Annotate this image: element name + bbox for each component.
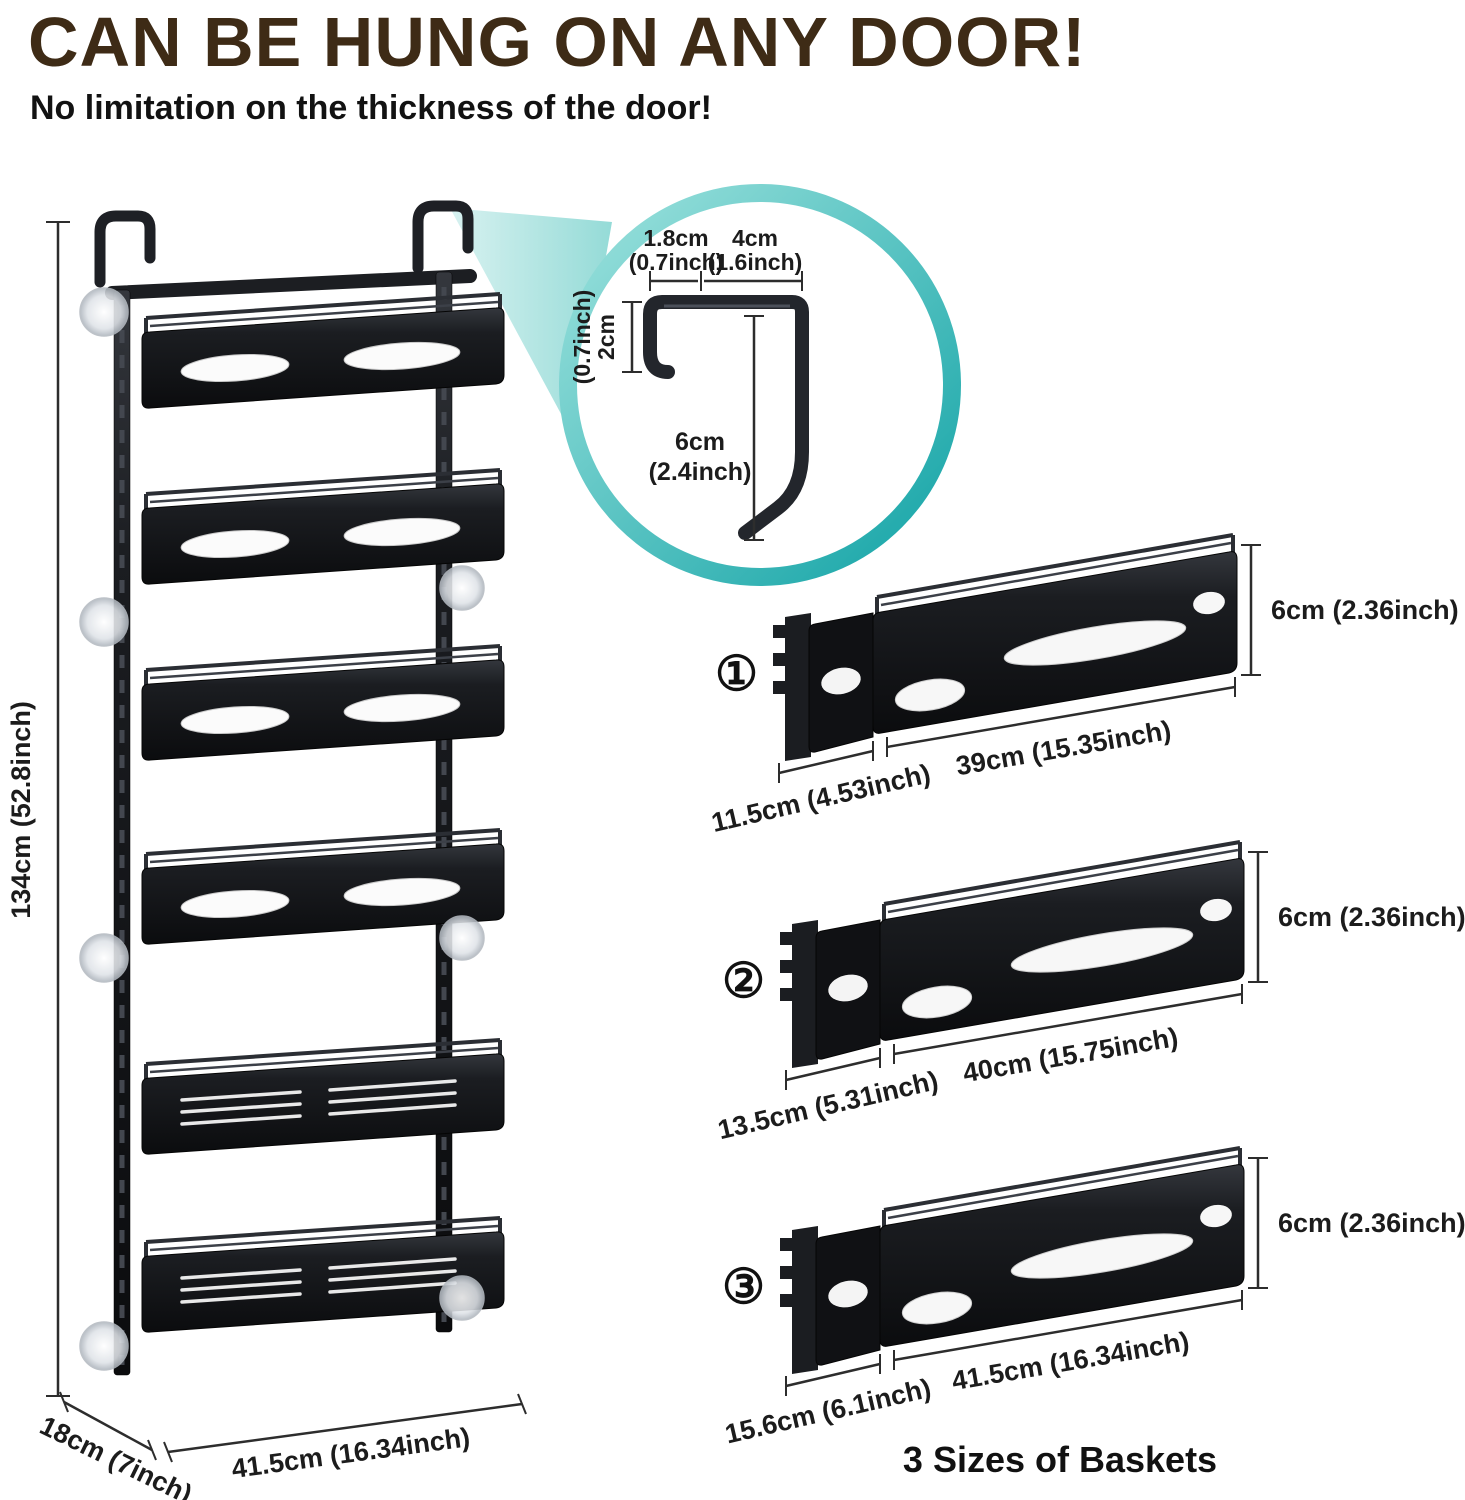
rack-width-dimension: 41.5cm (16.34inch) <box>163 1393 527 1484</box>
basket-3-width-label: 41.5cm (16.34inch) <box>950 1326 1192 1396</box>
basket-1-width-label: 39cm (15.35inch) <box>954 715 1174 781</box>
basket-2-number: ② <box>722 955 765 1008</box>
page-subtitle: No limitation on the thickness of the do… <box>30 88 712 127</box>
hook-arm-unit: (2.4inch) <box>649 458 752 486</box>
hook-lip-width-dimension: 1.8cm (0.7inch) <box>629 225 724 291</box>
basket-1-number: ① <box>715 648 758 701</box>
hook-top-width-value: 4cm <box>732 225 778 251</box>
hook-lip-drop-value: 2cm <box>593 314 619 360</box>
basket-3-depth-label: 15.6cm (6.1inch) <box>722 1373 933 1449</box>
hook-lip-drop-unit: (0.7inch) <box>569 290 595 385</box>
hook-arm-value: 6cm <box>675 428 725 456</box>
rack-depth-dimension: 18cm (7inch) <box>35 1391 197 1500</box>
over-door-hook-left <box>94 210 156 288</box>
basket-size-2: ② 6cm (2.36inch) 13.5cm (5.31inch) 40cm … <box>715 840 1465 1145</box>
hook-top-width-dimension: 4cm (1.6inch) <box>704 225 803 291</box>
magnifier-circle <box>559 184 961 586</box>
hook-cross-section <box>643 295 809 540</box>
basket-3-number: ③ <box>722 1261 765 1314</box>
basket-2-height-label: 6cm (2.36inch) <box>1278 902 1465 932</box>
rack-height-label: 134cm (52.8inch) <box>6 701 36 919</box>
hook-arm-dimension: 6cm (2.4inch) <box>649 315 764 541</box>
rack-depth-label: 18cm (7inch) <box>35 1410 197 1500</box>
page-header: CAN BE HUNG ON ANY DOOR! No limitation o… <box>28 6 1086 128</box>
hook-lip-width-unit: (0.7inch) <box>629 249 724 275</box>
hook-lip-drop-dimension: 2cm (0.7inch) <box>569 290 642 385</box>
basket-size-3: ③ 6cm (2.36inch) 15.6cm (6.1inch) 41.5cm… <box>722 1146 1465 1449</box>
page-title: CAN BE HUNG ON ANY DOOR! <box>28 3 1087 81</box>
over-door-hook-right <box>412 200 474 274</box>
basket-1-height-label: 6cm (2.36inch) <box>1271 595 1459 625</box>
basket-sizes-footer: 3 Sizes of Baskets <box>903 1439 1217 1480</box>
hook-top-width-unit: (1.6inch) <box>708 249 803 275</box>
basket-1-depth-label: 11.5cm (4.53inch) <box>709 758 934 838</box>
door-rack-illustration: 134cm (52.8inch) 18cm (7inch) 41.5cm (16… <box>6 200 527 1500</box>
rack-width-label: 41.5cm (16.34inch) <box>230 1422 472 1484</box>
suction-cups <box>79 287 485 1371</box>
hook-detail-inset: 1.8cm (0.7inch) 4cm (1.6inch) 2cm (0.7in… <box>559 184 961 586</box>
hook-lip-width-value: 1.8cm <box>643 225 708 251</box>
rack-height-dimension: 134cm (52.8inch) <box>6 221 70 1397</box>
rack-top-bar <box>105 269 477 300</box>
basket-2-depth-label: 13.5cm (5.31inch) <box>715 1065 941 1145</box>
basket-3-height-label: 6cm (2.36inch) <box>1278 1208 1465 1238</box>
basket-size-1: ① 6cm (2.36inch) 11.5cm (4.53inch) 39cm … <box>709 533 1459 838</box>
basket-2-width-label: 40cm (15.75inch) <box>961 1022 1181 1088</box>
